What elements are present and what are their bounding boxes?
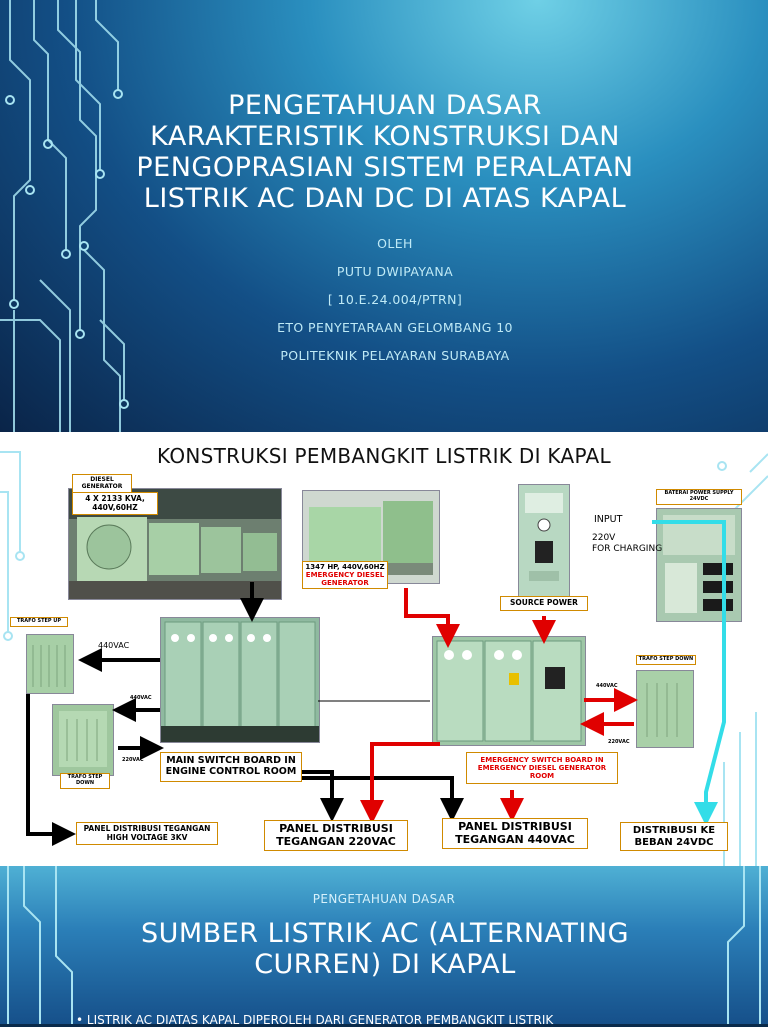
panel-440-label: PANEL DISTRIBUSI TEGANGAN 440VAC [442, 818, 588, 850]
panel-220-label: PANEL DISTRIBUSI TEGANGAN 220VAC [264, 820, 408, 852]
diagram-title: KONSTRUKSI PEMBANGKIT LISTRIK DI KAPAL [157, 444, 611, 468]
diesel-generator-label: DIESEL GENERATOR [72, 474, 132, 494]
emergency-switch-board-photo [432, 636, 586, 746]
trafo-step-up-photo [26, 634, 74, 694]
source-power-photo [518, 484, 570, 598]
author-label: OLEH [377, 236, 413, 251]
trafo-step-down-right-label: TRAFO STEP DOWN [636, 655, 696, 665]
charging-voltage-label: 220V [592, 533, 616, 543]
author-id: [ 10.E.24.004/PTRN] [327, 292, 463, 307]
input-label: INPUT [594, 514, 623, 525]
v440-small-label: 440VAC [130, 695, 152, 701]
trafo-step-down-left-photo [52, 704, 114, 776]
emergency-generator-text: EMERGENCY DIESEL GENERATOR [305, 571, 385, 588]
title-slide: PENGETAHUAN DASAR KARAKTERISTIK KONSTRUK… [0, 0, 768, 432]
section-bullet: • LISTRIK AC DIATAS KAPAL DIPEROLEH DARI… [76, 1013, 554, 1027]
program-name: ETO PENYETARAAN GELOMBANG 10 [277, 320, 513, 335]
section-bullet-text: LISTRIK AC DIATAS KAPAL DIPEROLEH DARI G… [86, 1013, 554, 1027]
section-slide [0, 866, 768, 1024]
diesel-rating-label: 4 X 2133 KVA, 440V,60HZ [72, 492, 158, 516]
diagram-arrows [26, 520, 726, 846]
diesel-generator-photo [68, 488, 282, 600]
panel-high-voltage-label: PANEL DISTRIBUSI TEGANGAN HIGH VOLTAGE 3… [76, 822, 218, 846]
emergency-rating-label: 1347 HP, 440V,60HZ EMERGENCY DIESEL GENE… [302, 561, 388, 590]
battery-supply-label: BATERAI POWER SUPPLY 24VDC [656, 489, 742, 505]
charging-purpose-label: FOR CHARGING [592, 544, 663, 554]
main-switch-board-photo [160, 617, 320, 743]
main-switch-board-label: MAIN SWITCH BOARD IN ENGINE CONTROL ROOM [160, 752, 302, 782]
v440-right-label: 440VAC [596, 683, 618, 689]
v440-left-label: 440VAC [98, 641, 130, 650]
section-subtitle: PENGETAHUAN DASAR [312, 892, 456, 906]
v220-right-label: 220VAC [608, 739, 630, 745]
institution-name: POLITEKNIK PELAYARAN SURABAYA [280, 348, 510, 363]
trafo-step-down-left-label: TRAFO STEP DOWN [60, 773, 110, 789]
source-power-label: SOURCE POWER [500, 596, 588, 611]
author-name: PUTU DWIPAYANA [336, 264, 454, 279]
trafo-step-up-label: TRAFO STEP UP [10, 617, 68, 627]
v220-small-label: 220VAC [122, 757, 144, 763]
emergency-rating-text: 1347 HP, 440V,60HZ [305, 563, 385, 571]
section-title: SUMBER LISTRIK AC (ALTERNATING CURREN) D… [141, 918, 629, 980]
circuit-decoration [0, 0, 129, 432]
emergency-switch-board-label: EMERGENCY SWITCH BOARD IN EMERGENCY DIES… [466, 752, 618, 785]
distribusi-24v-label: DISTRIBUSI KE BEBAN 24VDC [620, 822, 728, 851]
slide1-title: PENGETAHUAN DASAR KARAKTERISTIK KONSTRUK… [136, 90, 634, 214]
circuit-decoration-bottom [7, 866, 761, 1024]
